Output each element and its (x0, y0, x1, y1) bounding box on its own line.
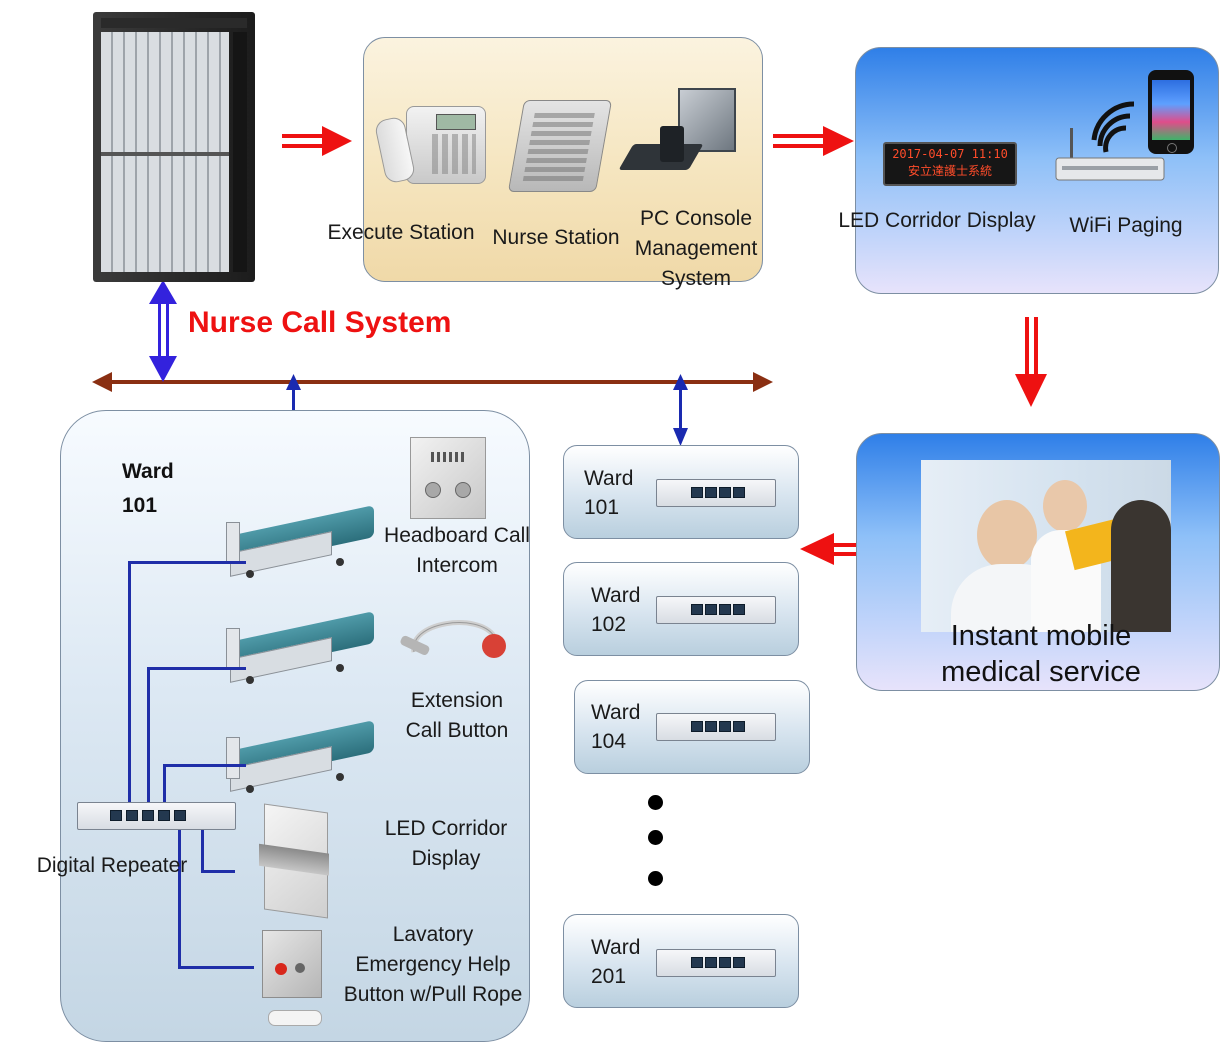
ward-repeater-icon (656, 949, 776, 977)
ward-label: Ward 104 (591, 701, 641, 753)
mobile-service-label: Instant mobile medical service (941, 620, 1141, 688)
doctor-photo (921, 460, 1171, 632)
wifi-paging-label: WiFi Paging (1069, 214, 1183, 237)
hospital-bed-icon (226, 490, 380, 586)
lavatory-label: Lavatory Emergency Help Button w/Pull Ro… (343, 923, 523, 1006)
hospital-bed-icon (226, 596, 380, 692)
ward-repeater-icon (656, 713, 776, 741)
ward-label: Ward 101 (584, 467, 634, 519)
ward-repeater-icon (656, 596, 776, 624)
led-display-screen: 2017-04-07 11:10 安立達護士系統 (883, 142, 1017, 186)
extension-label: Extension Call Button (405, 689, 509, 742)
lavatory-button-icon (262, 930, 322, 998)
desk-phone-icon (373, 100, 486, 188)
ward-detail-title: Ward 101 (122, 460, 174, 517)
ward-label: Ward 102 (591, 584, 641, 636)
blue-link-bus-wards (673, 374, 688, 446)
extension-call-button-icon (400, 620, 506, 658)
server-cabinet (93, 12, 255, 282)
page-title: Nurse Call System (188, 306, 452, 339)
nurse-station-icon (507, 100, 613, 192)
execute-station-label: Execute Station (327, 221, 475, 244)
headboard-label: Headboard Call Intercom (384, 524, 530, 577)
led-screen-line2: 安立達護士系統 (907, 164, 992, 178)
nurse-station-label: Nurse Station (492, 226, 620, 249)
ward-repeater-icon (656, 479, 776, 507)
led-corridor-display-label: LED Corridor Display (838, 209, 1036, 232)
red-arrow-server-to-stations (282, 126, 352, 156)
blue-link-server-bus (149, 280, 177, 382)
ellipsis-dot (648, 871, 663, 886)
bus-line (92, 372, 773, 392)
digital-repeater-icon (77, 802, 236, 830)
ward-label: Ward 201 (591, 936, 641, 988)
ellipsis-dot (648, 830, 663, 845)
led-screen-line1: 2017-04-07 11:10 (892, 147, 1008, 161)
pc-console-label: PC Console Management System (634, 207, 758, 290)
hospital-bed-icon (226, 705, 380, 801)
smartphone-icon (1148, 70, 1194, 154)
red-arrow-stations-to-paging (773, 126, 854, 156)
pc-console-icon (618, 86, 736, 186)
mobile-service-panel (856, 433, 1220, 691)
wifi-router-icon (1055, 101, 1165, 181)
led-corridor-label: LED Corridor Display (384, 817, 508, 870)
led-corridor-panel-icon (259, 803, 329, 919)
red-arrow-paging-to-mobile (1015, 317, 1047, 407)
headboard-intercom-icon (410, 437, 486, 519)
pull-rope-icon (268, 1010, 322, 1026)
ellipsis-dot (648, 795, 663, 810)
digital-repeater-label: Digital Repeater (36, 854, 188, 877)
